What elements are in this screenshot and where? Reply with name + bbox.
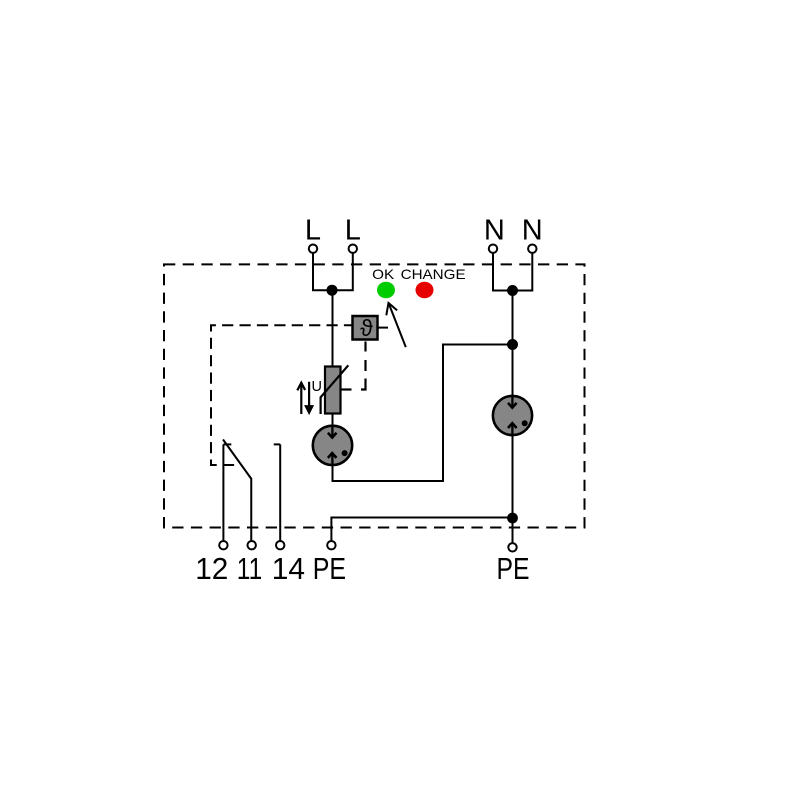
svg-text:CHANGE: CHANGE	[401, 266, 466, 282]
svg-text:OK: OK	[372, 266, 395, 282]
svg-text:L: L	[305, 215, 321, 247]
svg-text:U: U	[311, 379, 321, 395]
svg-text:N: N	[484, 215, 505, 247]
svg-text:14: 14	[272, 551, 305, 586]
svg-text:N: N	[522, 215, 543, 247]
svg-text:11: 11	[237, 551, 262, 586]
svg-text:PE: PE	[497, 551, 530, 586]
svg-text:PE: PE	[313, 551, 346, 586]
svg-text:ϑ: ϑ	[360, 315, 373, 341]
svg-text:L: L	[345, 215, 361, 247]
svg-text:12: 12	[195, 551, 228, 586]
